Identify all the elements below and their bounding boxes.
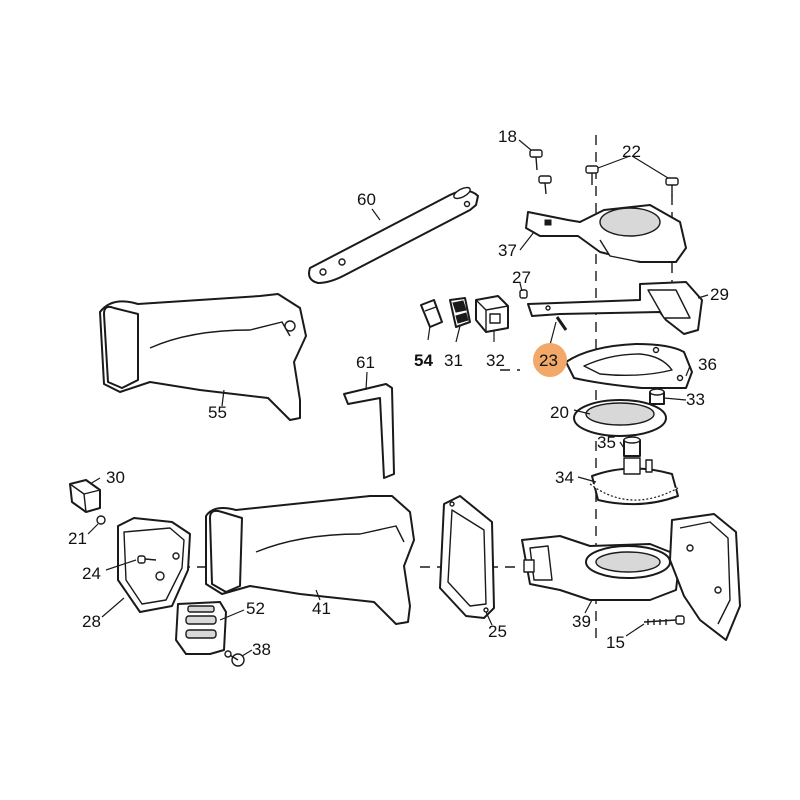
label-55[interactable]: 55 xyxy=(208,403,227,422)
label-25[interactable]: 25 xyxy=(488,622,507,641)
part-32-block[interactable] xyxy=(475,295,509,333)
label-60[interactable]: 60 xyxy=(357,190,376,209)
part-31-pad[interactable] xyxy=(449,297,471,328)
part-35-bushing[interactable] xyxy=(623,436,641,457)
label-28[interactable]: 28 xyxy=(82,612,101,631)
part-33-roller[interactable] xyxy=(649,388,665,405)
part-20-ring[interactable] xyxy=(573,399,667,437)
part-25-gasket[interactable] xyxy=(439,495,495,619)
part-36-plate[interactable] xyxy=(565,343,693,389)
part-labels: 18 22 60 37 27 29 54 31 32 23 36 61 55 2… xyxy=(68,127,729,659)
part-54-pad[interactable] xyxy=(420,299,443,328)
part-29-plunger[interactable] xyxy=(527,281,703,335)
label-15[interactable]: 15 xyxy=(606,633,625,652)
part-30-cap[interactable] xyxy=(69,479,101,513)
part-52-switch[interactable] xyxy=(175,601,227,655)
label-27[interactable]: 27 xyxy=(512,268,531,287)
label-22[interactable]: 22 xyxy=(622,142,641,161)
part-27-pin[interactable] xyxy=(519,289,528,299)
label-35[interactable]: 35 xyxy=(597,433,616,452)
label-32[interactable]: 32 xyxy=(486,351,505,370)
part-37-top-cover[interactable] xyxy=(525,204,687,263)
leader-lines xyxy=(87,139,709,657)
label-61[interactable]: 61 xyxy=(356,353,375,372)
gearcase-cover[interactable] xyxy=(669,513,741,641)
label-54[interactable]: 54 xyxy=(414,351,433,370)
label-31[interactable]: 31 xyxy=(444,351,463,370)
part-60-strap[interactable] xyxy=(308,185,479,284)
label-39[interactable]: 39 xyxy=(572,612,591,631)
part-39-gear-housing[interactable] xyxy=(521,535,681,601)
label-20[interactable]: 20 xyxy=(550,403,569,422)
label-38[interactable]: 38 xyxy=(252,640,271,659)
label-30[interactable]: 30 xyxy=(106,468,125,487)
label-52[interactable]: 52 xyxy=(246,599,265,618)
part-22-screws[interactable] xyxy=(585,165,679,196)
highlight-marker xyxy=(533,343,567,377)
label-29[interactable]: 29 xyxy=(710,285,729,304)
part-24-screw[interactable] xyxy=(137,555,157,564)
label-24[interactable]: 24 xyxy=(82,564,101,583)
part-41-housing-half[interactable] xyxy=(205,495,415,625)
label-21[interactable]: 21 xyxy=(68,529,87,548)
label-33[interactable]: 33 xyxy=(686,390,705,409)
label-23-highlighted[interactable]: 23 xyxy=(539,351,558,370)
part-21-nut[interactable] xyxy=(96,515,106,525)
part-61-hex-key[interactable] xyxy=(343,383,395,479)
part-23-pin[interactable] xyxy=(555,316,568,331)
label-34[interactable]: 34 xyxy=(555,468,574,487)
label-18[interactable]: 18 xyxy=(498,127,517,146)
part-28-switch-housing[interactable] xyxy=(117,517,191,613)
part-15-screw[interactable] xyxy=(643,615,685,625)
label-36[interactable]: 36 xyxy=(698,355,717,374)
label-37[interactable]: 37 xyxy=(498,241,517,260)
part-34-gear[interactable] xyxy=(589,457,679,506)
label-41[interactable]: 41 xyxy=(312,599,331,618)
part-55-housing-half[interactable] xyxy=(99,293,307,421)
part-18-screws[interactable] xyxy=(529,149,552,195)
part-38-screw[interactable] xyxy=(224,650,245,667)
